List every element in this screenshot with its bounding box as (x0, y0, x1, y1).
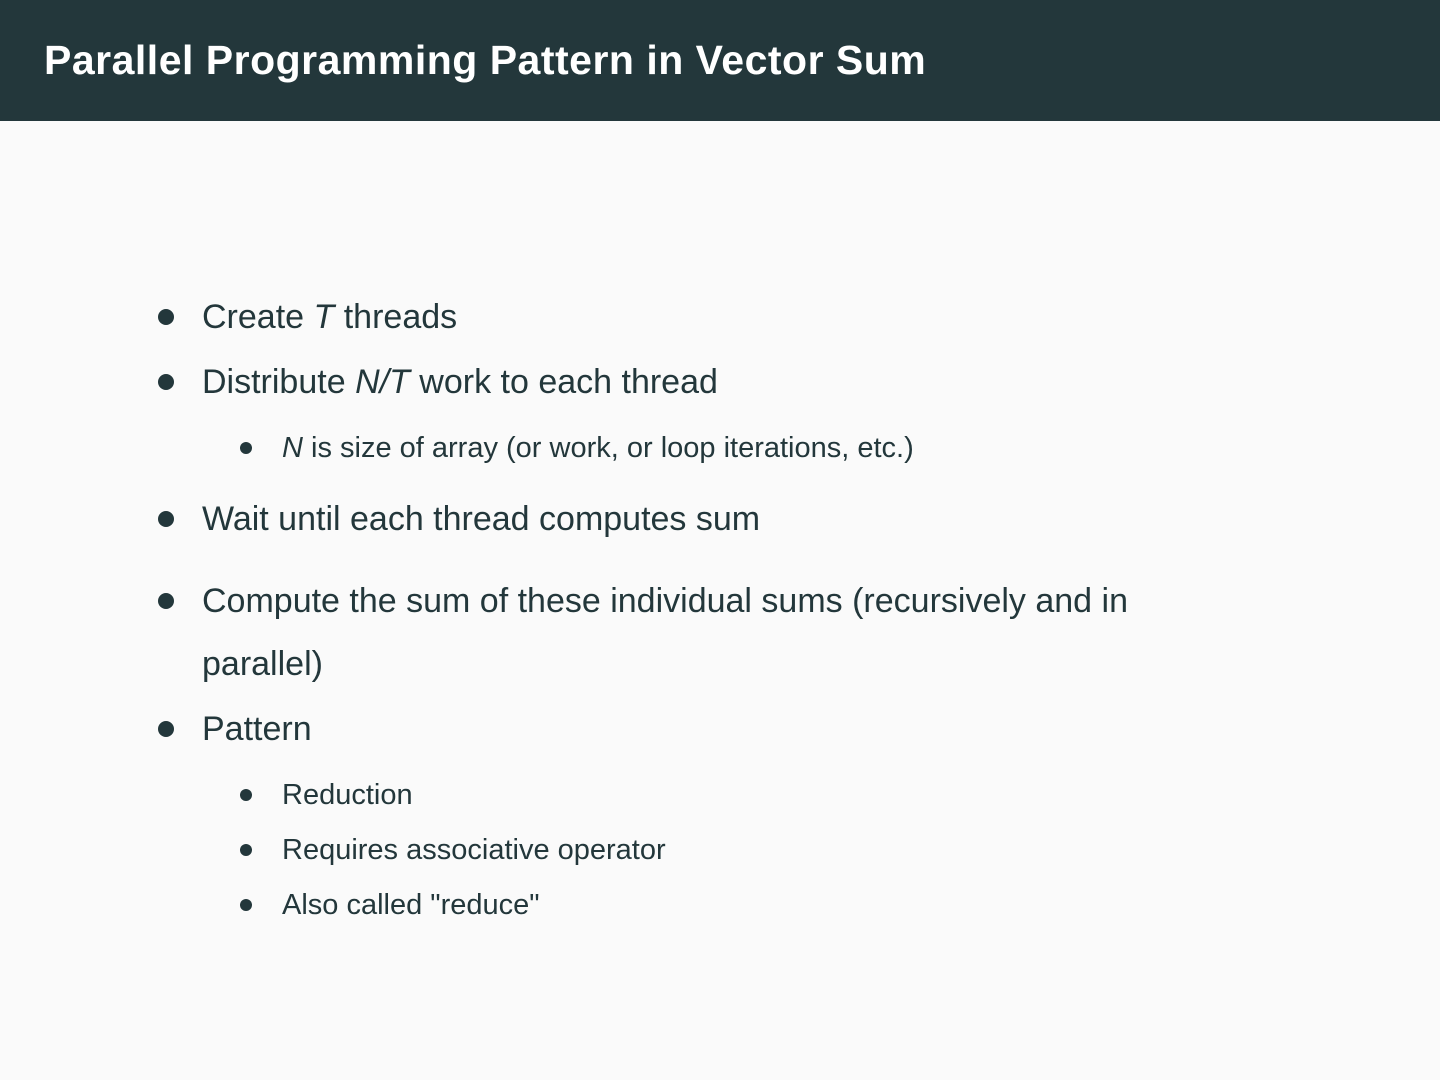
bullet-dot-icon (240, 442, 252, 454)
slide-header: Parallel Programming Pattern in Vector S… (0, 0, 1440, 121)
bullet-dot-icon (240, 789, 252, 801)
bullet-item: Reduction (0, 768, 1440, 822)
bullet-dot-icon (158, 374, 174, 390)
bullet-dot-icon (158, 593, 174, 609)
bullet-text: Compute the sum of these individual sums… (202, 582, 1128, 683)
bullet-dot-icon (240, 899, 252, 911)
bullet-dot-icon (158, 511, 174, 527)
bullet-item: Pattern (0, 698, 1440, 761)
bullet-item: Compute the sum of these individual sums… (0, 570, 1440, 696)
bullet-text: Also called "reduce" (282, 889, 540, 921)
bullet-text: Distribute N/T work to each thread (202, 363, 718, 401)
bullet-dot-icon (158, 721, 174, 737)
bullet-dot-icon (158, 309, 174, 325)
bullet-text: N is size of array (or work, or loop ite… (282, 432, 914, 464)
bullet-item: Requires associative operator (0, 823, 1440, 877)
bullet-text: Wait until each thread computes sum (202, 500, 761, 538)
bullet-text: Requires associative operator (282, 834, 666, 866)
bullet-dot-icon (240, 844, 252, 856)
bullet-text: Pattern (202, 710, 312, 748)
bullet-text: Create T threads (202, 298, 458, 336)
bullet-item: Wait until each thread computes sum (0, 488, 1440, 551)
bullet-item: Create T threads (0, 286, 1440, 349)
bullet-item: Also called "reduce" (0, 878, 1440, 932)
bullet-text: Reduction (282, 779, 413, 811)
bullet-item: Distribute N/T work to each thread (0, 351, 1440, 414)
bullet-item: N is size of array (or work, or loop ite… (0, 421, 1440, 475)
slide-title: Parallel Programming Pattern in Vector S… (44, 37, 927, 83)
